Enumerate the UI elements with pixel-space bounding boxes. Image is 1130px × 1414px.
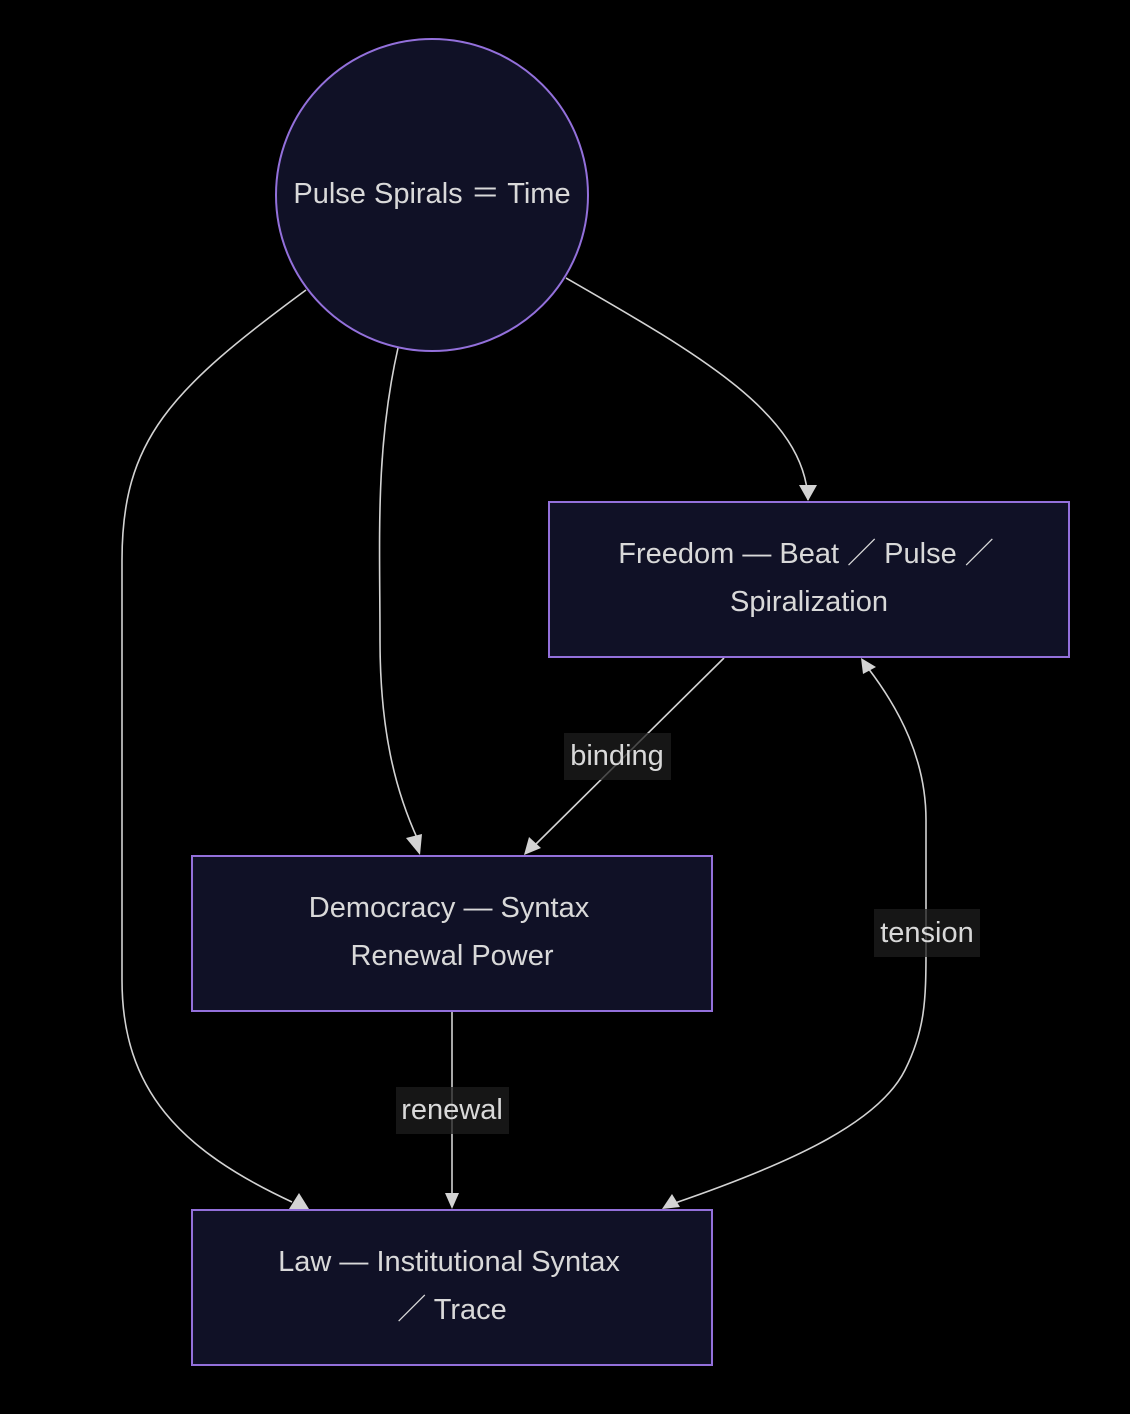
- edge-label-renewal: renewal: [396, 1087, 509, 1134]
- node-law-label-line2: ／ Trace: [397, 1294, 507, 1326]
- arrowhead-democracy-to-law: [445, 1193, 459, 1209]
- arrowhead-law-end: [662, 1194, 680, 1209]
- edges: [121, 277, 927, 1209]
- node-time-circle: [275, 38, 589, 352]
- arrowhead-time-to-democracy: [406, 834, 422, 855]
- node-democracy[interactable]: Democracy — Syntax Renewal Power: [191, 855, 713, 1012]
- node-law[interactable]: Law — Institutional Syntax ／ Trace: [191, 1209, 713, 1366]
- edge-label-text: renewal: [401, 1094, 503, 1126]
- edge-label-binding: binding: [564, 733, 671, 780]
- arrowhead-law-to-freedom: [861, 658, 876, 674]
- edge-time-to-law[interactable]: [121, 289, 307, 1203]
- node-freedom-label-line1: Freedom — Beat ／ Pulse ／: [618, 538, 994, 570]
- node-freedom[interactable]: Freedom — Beat ／ Pulse ／ Spiralization: [548, 501, 1070, 658]
- edge-time-to-freedom[interactable]: [565, 277, 809, 501]
- node-law-box: [191, 1209, 713, 1366]
- node-democracy-label-line2: Renewal Power: [350, 940, 553, 972]
- edge-label-tension: tension: [874, 909, 980, 957]
- arrowhead-time-to-freedom: [799, 485, 817, 501]
- arrowhead-time-to-law: [289, 1193, 309, 1209]
- edge-label-text: binding: [570, 740, 664, 772]
- node-democracy-label-line1: Democracy — Syntax: [309, 892, 590, 924]
- node-freedom-box: [548, 501, 1070, 658]
- node-law-label-line1: Law — Institutional Syntax: [278, 1246, 620, 1278]
- node-democracy-box: [191, 855, 713, 1012]
- edge-time-to-democracy[interactable]: [378, 347, 419, 841]
- node-freedom-label-line2: Spiralization: [730, 586, 888, 618]
- edge-label-text: tension: [880, 917, 974, 949]
- edge-law-to-freedom[interactable]: [674, 667, 927, 1204]
- arrowhead-freedom-to-democracy: [524, 837, 541, 855]
- node-time-label: Pulse Spirals ＝ Time: [293, 178, 570, 210]
- node-time[interactable]: Pulse Spirals ＝ Time: [275, 38, 589, 352]
